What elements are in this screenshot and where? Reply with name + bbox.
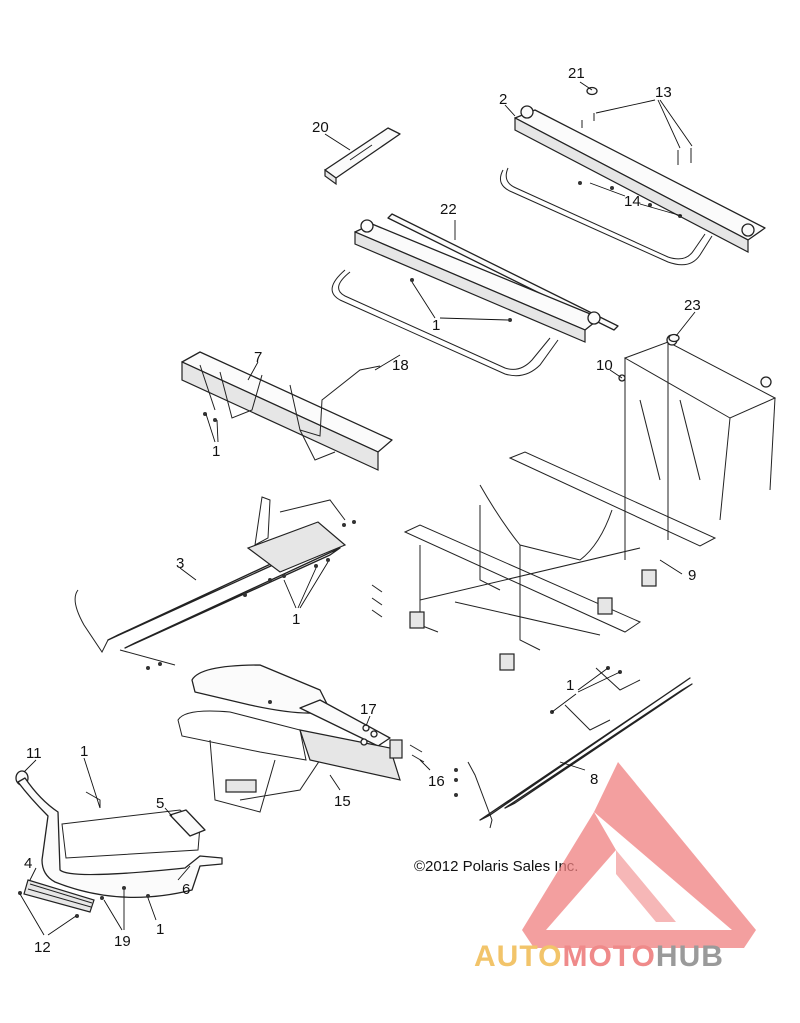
part-12-screws bbox=[18, 891, 79, 918]
part-21-washer bbox=[586, 86, 598, 96]
part-16-fasteners bbox=[409, 744, 425, 763]
watermark-triangle-icon bbox=[522, 762, 756, 948]
callout-1-screws: 1 bbox=[156, 921, 164, 938]
callout-1-left-rail: 1 bbox=[292, 611, 300, 628]
part-3-left-rail bbox=[74, 496, 356, 670]
callout-4: 4 bbox=[24, 855, 32, 872]
part-13-bolts bbox=[581, 113, 692, 165]
callout-19: 19 bbox=[114, 933, 131, 950]
callout-22: 22 bbox=[440, 201, 457, 218]
part-9-main-frame bbox=[403, 334, 777, 671]
callout-11: 11 bbox=[26, 745, 42, 762]
part-23-cap bbox=[668, 333, 680, 343]
callout-10: 10 bbox=[596, 357, 613, 374]
part-18-mid-frame bbox=[331, 219, 601, 377]
callout-2: 2 bbox=[499, 91, 507, 108]
callout-6: 6 bbox=[182, 881, 190, 898]
callout-14: 14 bbox=[624, 193, 641, 210]
callout-labels: 21 2 13 20 14 22 23 1 7 18 10 1 3 9 1 1 … bbox=[24, 65, 701, 956]
watermark-text-auto: AUTO bbox=[474, 940, 563, 973]
callout-15: 15 bbox=[334, 793, 351, 810]
callout-1-right-rail: 1 bbox=[566, 677, 574, 694]
callout-1-mid-frame: 1 bbox=[432, 317, 440, 334]
part-2-rear-bed-frame bbox=[500, 105, 766, 266]
callout-18: 18 bbox=[392, 357, 409, 374]
callout-1-crossmember: 1 bbox=[212, 443, 220, 460]
callout-21: 21 bbox=[568, 65, 585, 82]
part-6-front-bumper bbox=[17, 777, 223, 899]
part-bolts-center bbox=[371, 584, 383, 618]
part-8-right-rail bbox=[454, 666, 693, 829]
callout-23: 23 bbox=[684, 297, 701, 314]
part-5-bracket bbox=[169, 809, 206, 837]
callout-7: 7 bbox=[254, 349, 262, 366]
callout-8: 8 bbox=[590, 771, 598, 788]
part-4-grille bbox=[23, 879, 95, 913]
part-19-screws bbox=[100, 886, 150, 900]
callout-1-bumper: 1 bbox=[80, 743, 88, 760]
callout-9: 9 bbox=[688, 567, 696, 584]
part-17-fasteners bbox=[360, 724, 378, 746]
callout-16: 16 bbox=[428, 773, 445, 790]
callout-20: 20 bbox=[312, 119, 329, 136]
part-20-bracket bbox=[324, 127, 401, 186]
callout-17: 17 bbox=[360, 701, 377, 718]
part-15-front-frame bbox=[177, 664, 403, 813]
watermark-logo bbox=[522, 762, 756, 948]
watermark-text-moto: MOTO bbox=[562, 940, 656, 973]
leader-lines bbox=[19, 81, 696, 936]
watermark-text: AUTOMOTOHUB bbox=[474, 940, 724, 974]
callout-12: 12 bbox=[34, 939, 51, 956]
watermark-text-hub: HUB bbox=[655, 940, 724, 973]
copyright-notice: ©2012 Polaris Sales Inc. bbox=[414, 858, 579, 875]
callout-5: 5 bbox=[156, 795, 164, 812]
callout-13: 13 bbox=[655, 84, 672, 101]
callout-3: 3 bbox=[176, 555, 184, 572]
part-7-crossmember bbox=[181, 351, 393, 471]
